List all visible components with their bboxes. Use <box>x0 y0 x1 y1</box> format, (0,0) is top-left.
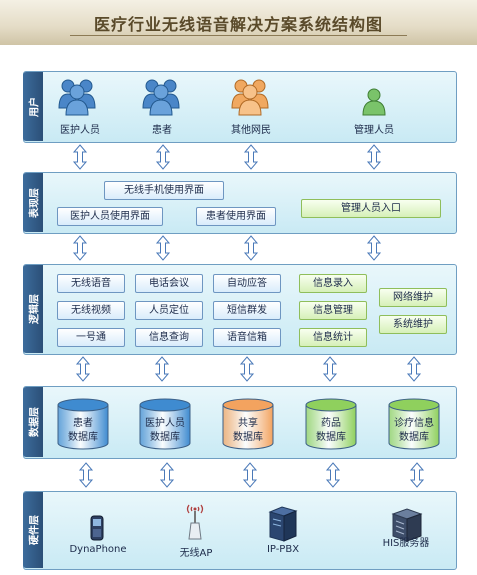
database-icon <box>305 398 357 450</box>
double-arrow-icon <box>406 356 422 382</box>
logic-box: 自动应答 <box>213 274 281 293</box>
mobile-ui-box: 无线手机使用界面 <box>104 181 224 200</box>
hardware-layer-tag: 硬件层 <box>23 492 43 568</box>
database-suffix: 数据库 <box>68 432 98 443</box>
double-arrow-icon <box>242 462 258 488</box>
hardware-label-ap: 无线AP <box>179 548 213 559</box>
data-layer-tag: 数据层 <box>23 387 43 457</box>
logic-box: 无线视频 <box>57 301 125 320</box>
logic-admin-box: 信息统计 <box>299 328 367 347</box>
logic-admin-box: 信息管理 <box>299 301 367 320</box>
double-arrow-icon <box>239 356 255 382</box>
admin-icon <box>362 88 386 116</box>
double-arrow-icon <box>366 144 382 170</box>
logic-layer-tag: 逻辑层 <box>23 265 43 353</box>
patient-ui-box: 患者使用界面 <box>196 207 276 226</box>
pbx-server-icon <box>268 506 298 542</box>
database-suffix: 数据库 <box>399 432 429 443</box>
user-label-medical: 医护人员 <box>60 125 100 136</box>
database-name: 患者 <box>73 418 93 429</box>
database-icon <box>57 398 109 450</box>
database-suffix: 数据库 <box>233 432 263 443</box>
double-arrow-icon <box>154 356 170 382</box>
database-icon <box>222 398 274 450</box>
double-arrow-icon <box>322 356 338 382</box>
database-name: 共享 <box>238 418 258 429</box>
title-banner: 医疗行业无线语音解决方案系统结构图 <box>0 0 477 45</box>
user-label-patient: 患者 <box>152 125 172 136</box>
database-name: 医护人员 <box>145 418 185 429</box>
database-name: 药品 <box>321 418 341 429</box>
logic-admin-box: 系统维护 <box>379 315 447 334</box>
logic-box: 人员定位 <box>135 301 203 320</box>
database-icon <box>139 398 191 450</box>
title-underline <box>70 35 407 36</box>
user-label-admin: 管理人员 <box>354 125 394 136</box>
patient-icon <box>142 79 180 116</box>
phone-icon <box>90 515 104 541</box>
double-arrow-icon <box>159 462 175 488</box>
double-arrow-icon <box>243 144 259 170</box>
database-suffix: 数据库 <box>316 432 346 443</box>
double-arrow-icon <box>72 144 88 170</box>
logic-box: 无线语音 <box>57 274 125 293</box>
double-arrow-icon <box>78 462 94 488</box>
double-arrow-icon <box>72 235 88 261</box>
presentation-layer-tag: 表现层 <box>23 173 43 232</box>
double-arrow-icon <box>366 235 382 261</box>
user-label-netizens: 其他网民 <box>231 125 271 136</box>
logic-box: 信息查询 <box>135 328 203 347</box>
user-layer-tag: 用户 <box>23 72 43 141</box>
double-arrow-icon <box>75 356 91 382</box>
database-suffix: 数据库 <box>150 432 180 443</box>
medical-ui-box: 医护人员使用界面 <box>57 207 163 226</box>
double-arrow-icon <box>155 144 171 170</box>
database-cylinder: 患者数据库 <box>57 398 109 450</box>
double-arrow-icon <box>409 462 425 488</box>
wireless-ap-icon <box>186 504 204 540</box>
hardware-label-phone: DynaPhone <box>69 544 127 555</box>
his-server-icon <box>391 508 423 542</box>
database-cylinder: 医护人员数据库 <box>139 398 191 450</box>
double-arrow-icon <box>243 235 259 261</box>
hardware-label-his: HIS服务器 <box>382 538 430 549</box>
double-arrow-icon <box>155 235 171 261</box>
database-icon <box>388 398 440 450</box>
database-cylinder: 共享数据库 <box>222 398 274 450</box>
logic-admin-box: 网络维护 <box>379 288 447 307</box>
database-cylinder: 药品数据库 <box>305 398 357 450</box>
database-name: 诊疗信息 <box>394 418 434 429</box>
logic-admin-box: 信息录入 <box>299 274 367 293</box>
admin-portal-box: 管理人员入口 <box>301 199 441 218</box>
double-arrow-icon <box>325 462 341 488</box>
logic-box: 短信群发 <box>213 301 281 320</box>
logic-box: 电话会议 <box>135 274 203 293</box>
netizens-icon <box>231 79 269 116</box>
logic-box: 一号通 <box>57 328 125 347</box>
database-cylinder: 诊疗信息数据库 <box>388 398 440 450</box>
logic-box: 语音信箱 <box>213 328 281 347</box>
diagram-title: 医疗行业无线语音解决方案系统结构图 <box>93 15 383 34</box>
medical-staff-icon <box>58 79 96 116</box>
hardware-label-pbx: IP-PBX <box>266 544 300 555</box>
